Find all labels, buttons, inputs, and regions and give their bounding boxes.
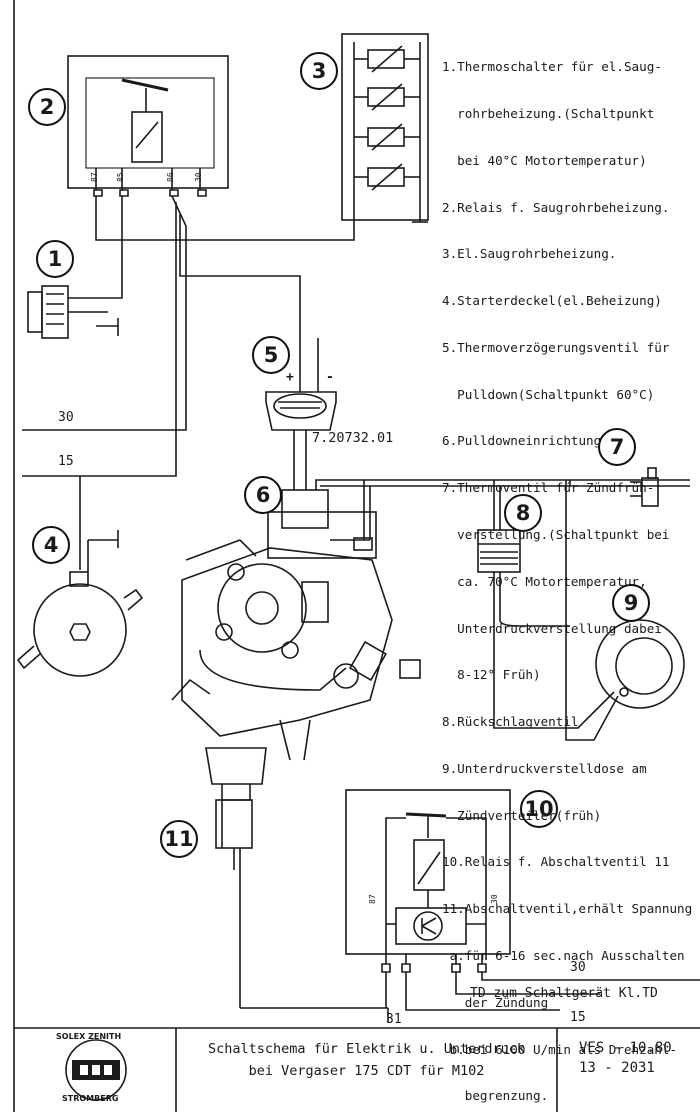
legend-line: bei 40°C Motortemperatur): [442, 152, 647, 168]
title-line-2: bei Vergaser 175 CDT für M102: [248, 1063, 485, 1079]
relay-10-terminals: [381, 954, 487, 973]
legend-line: 10.Relais f. Abschaltventil 11: [442, 854, 670, 870]
wire-10-to-30: [481, 972, 700, 981]
legend-line: 8.Rückschlagventil: [442, 714, 579, 730]
legend-line: 4.Starterdeckel(el.Beheizung): [442, 293, 662, 309]
callout-8: 8: [504, 494, 542, 532]
parts-legend: 1.Thermoschalter für el.Saug- rohrbeheiz…: [442, 28, 700, 1120]
callout-11: 11: [160, 820, 198, 858]
vacuum-line-to-8: [493, 480, 501, 530]
valve-5-minus: -: [326, 370, 334, 385]
callout-5: 5: [252, 336, 290, 374]
legend-line: b.bei 6100 U/min als Drehzahl-: [442, 1041, 678, 1057]
check-valve-8: [477, 529, 521, 573]
choke-4-body: [16, 530, 144, 677]
vacuum-line-carb: [363, 480, 371, 540]
legend-line: 3.El.Saugrohrbeheizung.: [442, 246, 617, 262]
relay-10-internals: [385, 812, 487, 960]
legend-line: 11.Abschaltventil,erhält Spannung: [442, 901, 693, 917]
relay-2-pin-85: 85: [116, 172, 125, 182]
vacuum-line-8-to-9: [493, 572, 615, 729]
callout-6: 6: [244, 476, 282, 514]
heater-3-housing: [341, 33, 429, 221]
wire-label-15-left: 15: [58, 454, 74, 469]
wire-86-to-30: [22, 195, 187, 431]
logo-solex-zenith: [65, 1039, 127, 1101]
wire-label-31: 31: [386, 1012, 402, 1027]
callout-7: 7: [598, 428, 636, 466]
legend-line: 7.Thermoventil für Zündfrüh-: [442, 480, 655, 496]
valve-5-body: [265, 338, 337, 490]
legend-line: rohrbeheizung.(Schaltpunkt: [442, 105, 655, 121]
relay-2-pin-86: 86: [166, 172, 175, 182]
relay-2-pin-30: 30: [194, 172, 203, 182]
legend-line: Unterdruckverstellung dabei: [442, 620, 662, 636]
reference-block: VES - 10.80 13 - 2031: [557, 1028, 700, 1112]
wire-label-15-right: 15: [570, 1010, 586, 1025]
legend-line: a.für 6-16 sec.nach Ausschalten: [442, 948, 685, 964]
callout-9: 9: [612, 584, 650, 622]
cutoff-valve-11: [215, 799, 388, 1009]
relay-2-inner: [85, 77, 215, 169]
thermoswitch-1-body: [27, 285, 119, 339]
wire-label-30-left: 30: [58, 410, 74, 425]
part-number: 7.20732.01: [312, 430, 394, 446]
heater-3-resistors: [354, 45, 420, 191]
legend-line: 2.Relais f. Saugrohrbeheizung.: [442, 199, 670, 215]
wire-label-30-right: 30: [570, 960, 586, 975]
legend-line: der Zündung: [442, 994, 549, 1010]
wire-10-to-15: [405, 972, 560, 1011]
relay-2-coil: [131, 111, 163, 163]
carburettor-6-body: [171, 489, 421, 801]
legend-line: Pulldown(Schaltpunkt 60°C): [442, 386, 655, 402]
reference-line-1: VES - 10.80: [579, 1040, 672, 1056]
reference-line-2: 13 - 2031: [579, 1060, 655, 1076]
callout-10: 10: [520, 790, 558, 828]
legend-line: 5.Thermoverzögerungsventil für: [442, 339, 670, 355]
legend-line: 8-12° Früh): [442, 667, 541, 683]
wire-87-to-heater: [95, 196, 355, 241]
relay-2-pin-87: 87: [90, 172, 99, 182]
wire-30-to-valve5: [179, 214, 301, 372]
callout-2: 2: [28, 88, 66, 126]
relay-2-coil-hatch: [135, 121, 159, 149]
callout-1: 1: [36, 240, 74, 278]
legend-line: 6.Pulldowneinrichtung: [442, 433, 602, 449]
relay-10-housing: [345, 789, 511, 955]
logo-text-top: SOLEX ZENITH: [56, 1032, 122, 1041]
vacuum-unit-9: [595, 619, 685, 709]
title-block: Schaltschema für Elektrik u. Unterdruck …: [176, 1028, 557, 1112]
legend-line: begrenzung.: [442, 1088, 549, 1104]
title-line-1: Schaltschema für Elektrik u. Unterdruck: [208, 1041, 525, 1057]
relay-10-pin-87: 87: [368, 894, 377, 904]
wire-85-to-thermoswitch: [68, 196, 123, 299]
vacuum-line-7-to-9: [565, 480, 619, 741]
relay-2-contact: [121, 78, 169, 92]
logo-text-bottom: STROMBERG: [62, 1094, 119, 1103]
callout-3: 3: [300, 52, 338, 90]
wire-10-to-td: [455, 972, 600, 995]
wire-15: [22, 202, 177, 477]
legend-line: 1.Thermoschalter für el.Saug-: [442, 59, 662, 75]
legend-line: Zündverteiler(früh): [442, 807, 602, 823]
thermovalve-7: [630, 467, 659, 507]
valve-5-plus: +: [286, 370, 294, 385]
legend-line: verstellung.(Schaltpunkt bei: [442, 527, 670, 542]
wire-label-td: TD zum Schaltgerät Kl.TD: [470, 986, 658, 1001]
callout-4: 4: [32, 526, 70, 564]
legend-line: 9.Unterdruckverstelldose am: [442, 760, 647, 776]
relay-2-terminals: [93, 168, 207, 197]
relay-2-housing: [67, 55, 229, 189]
legend-line: ca. 70°C Motortemperatur,: [442, 573, 647, 589]
